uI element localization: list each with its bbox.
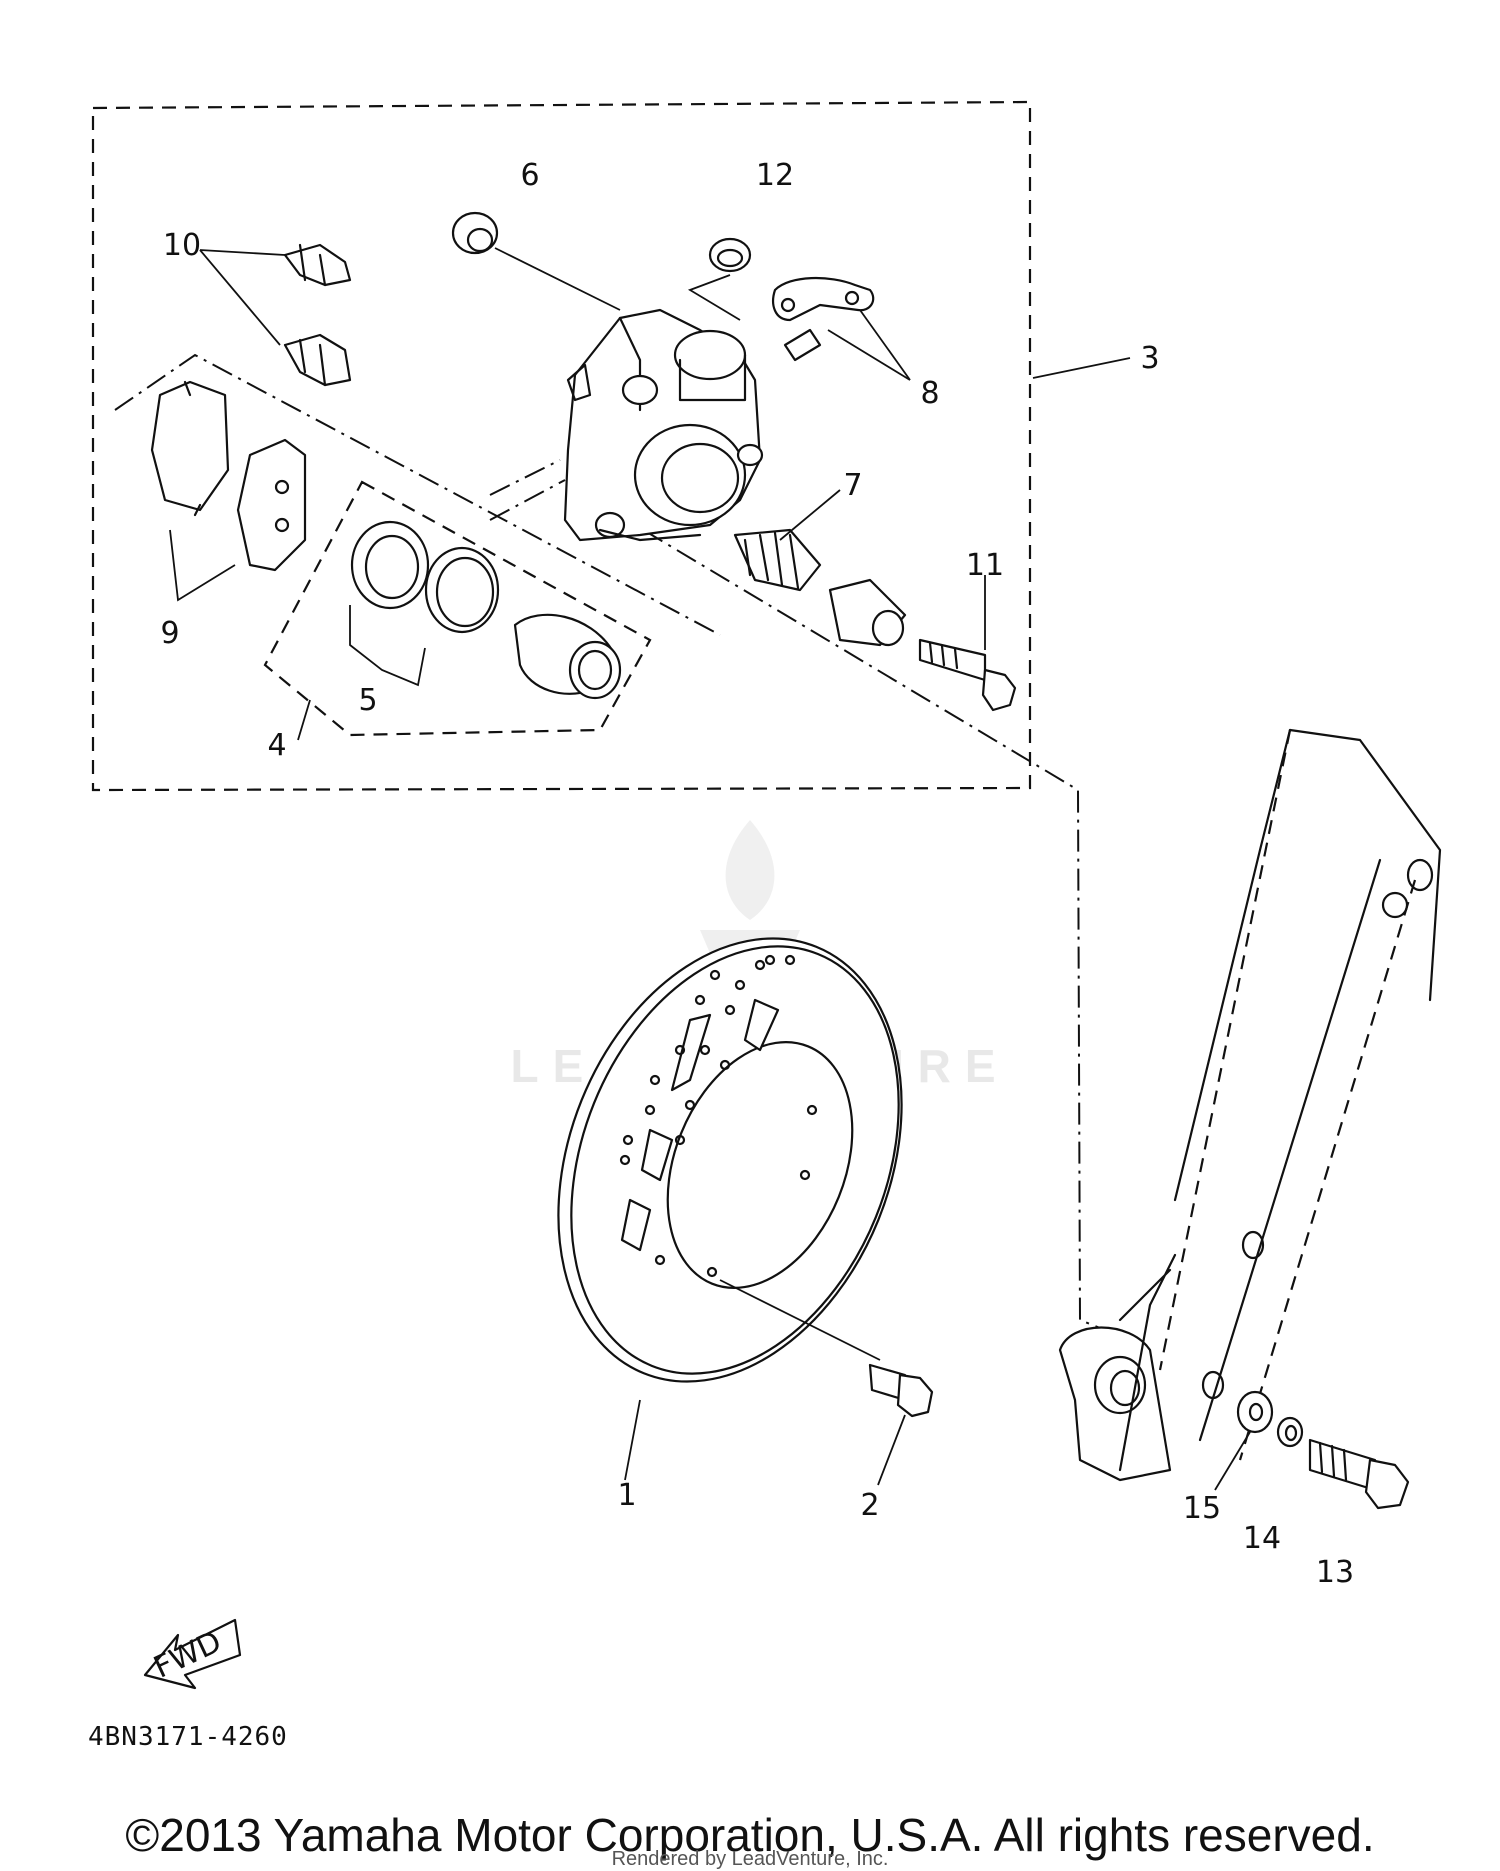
pad-axis-line: [114, 353, 721, 636]
callout-10: 10: [163, 228, 201, 263]
leader-3: [1032, 357, 1131, 379]
callout-7: 7: [843, 468, 862, 503]
callout-9: 9: [160, 616, 179, 651]
callout-1: 1: [617, 1478, 636, 1513]
callout-15: 15: [1183, 1491, 1221, 1526]
piston: [513, 613, 622, 700]
piston-seals-part-5: [350, 520, 500, 634]
callout-6: 6: [520, 158, 539, 193]
leader-4: [297, 699, 311, 741]
boot-part-7: [733, 489, 841, 592]
lock-washer-part-14: [1276, 1416, 1304, 1448]
callout-3: 3: [1140, 341, 1159, 376]
rendered-by-notice: Rendered by LeadVenture, Inc.: [611, 1848, 889, 1870]
callout-11: 11: [966, 548, 1004, 583]
callout-14: 14: [1243, 1521, 1281, 1556]
slide-pin: [828, 578, 907, 647]
bleed-screw-cap-part-12: [687, 237, 752, 321]
caliper-body: [563, 308, 764, 542]
brake-pads-part-9: [150, 380, 307, 602]
disc-bolt-part-2: [868, 1363, 934, 1486]
fwd-label: FWD: [149, 1624, 227, 1685]
copyright-notice: ©2013 Yamaha Motor Corporation, U.S.A. A…: [125, 1809, 1375, 1861]
seal-kit-border: [263, 480, 652, 737]
callout-5: 5: [358, 683, 377, 718]
seal-axis-line: [489, 479, 566, 521]
bolt-part-11: [918, 575, 1017, 712]
washer-part-15: [1214, 1390, 1274, 1491]
part-code: 4BN3171-4260: [88, 1722, 288, 1752]
callout-13: 13: [1316, 1555, 1354, 1590]
piston-seal-bracket: [349, 605, 426, 687]
callout-2: 2: [860, 1488, 879, 1523]
bleed-cap-part-6: [451, 211, 621, 311]
fork-leg: [1058, 728, 1442, 1482]
callout-12: 12: [756, 158, 794, 193]
callout-4: 4: [267, 728, 286, 763]
bleed-screw-part-8: [772, 277, 911, 381]
brake-disc-part-1: [557, 937, 903, 1481]
bolt-part-13: [1308, 1438, 1410, 1510]
callout-8: 8: [920, 376, 939, 411]
caliper-assembly-border: [91, 100, 1032, 792]
pad-spring-part-10: [199, 243, 352, 387]
caliper-axis-line: [609, 509, 1106, 1331]
callout-labels: 1 2 3 4 5 6 7 8 9 10 11 12 13 14 15: [160, 158, 1354, 1590]
fwd-arrow-icon: FWD: [143, 1618, 242, 1690]
caliper-axis-line-2: [489, 459, 561, 496]
